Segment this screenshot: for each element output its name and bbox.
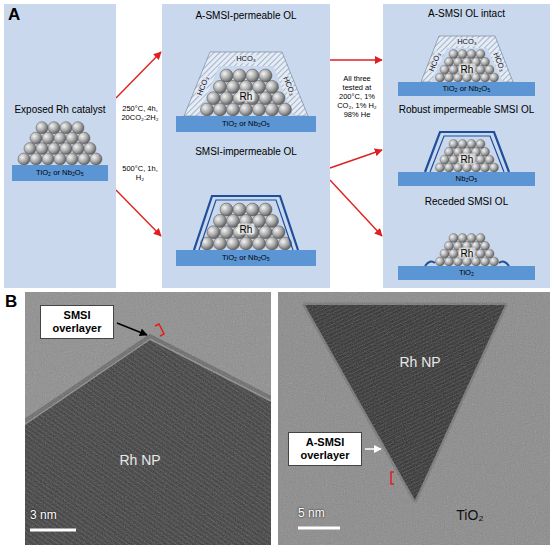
scale-label: 5 nm [298, 506, 325, 520]
stage-panel: Exposed Rh catalystTiO₂ or Nb₂O₅ [4, 4, 116, 288]
callout-box: A-SMSI overlayer [288, 432, 362, 466]
process-arrow [330, 59, 382, 60]
support-label: TiO₂ [398, 266, 535, 280]
support-bar: TiO₂ or Nb₂O₅ [12, 165, 108, 181]
support-bar: TiO₂ [398, 266, 535, 280]
callout-box: SMSI overlayer [40, 305, 114, 339]
process-arrow [330, 180, 382, 236]
metal-label: Rh [459, 64, 476, 75]
particle-label: Rh NP [399, 354, 440, 370]
panel-heading: Robust impermeable SMSI OL [385, 104, 548, 116]
support-bar: TiO₂ or Nb₂O₅ [176, 116, 316, 132]
callout-text: SMSI overlayer [45, 309, 109, 335]
metal-label: Rh [459, 248, 476, 259]
species-label: HCO₃ [456, 38, 478, 46]
support-label: TiO₂ or Nb₂O₅ [176, 250, 316, 266]
support-label: Nb₂O₅ [398, 172, 535, 186]
species-label: HCO₃ [281, 75, 296, 98]
support-bar: TiO₂ or Nb₂O₅ [398, 82, 535, 96]
species-label: HCO₃ [195, 75, 210, 98]
species-label: HCO₃ [427, 51, 442, 74]
support-bar: Nb₂O₅ [398, 172, 535, 186]
stage-panel: A-SMSI OL intactRobust impermeable SMSI … [383, 4, 550, 288]
process-arrow [116, 190, 161, 236]
metal-label: Rh [238, 91, 255, 102]
condition-note: All three tested at 200°C, 1% CO₂, 1% H₂… [333, 74, 381, 119]
panel-heading: SMSI-impermeable OL [164, 146, 328, 158]
panel-heading: Receded SMSI OL [385, 196, 548, 208]
condition-label: 250°C, 4h, 20CO₂:2H₂ [118, 104, 162, 122]
process-arrow [330, 150, 382, 168]
panel-heading: Exposed Rh catalyst [6, 104, 114, 116]
metal-label: Rh [238, 224, 255, 235]
species-label: HCO₃ [491, 51, 506, 74]
support-label: TiO₂ or Nb₂O₅ [176, 116, 316, 132]
species-label: HCO₃ [235, 55, 257, 63]
process-arrow [116, 52, 161, 98]
support-bar: TiO₂ or Nb₂O₅ [176, 250, 316, 266]
panel-letter: B [5, 292, 17, 312]
particle-label: Rh NP [119, 452, 160, 468]
callout-text: A-SMSI overlayer [293, 436, 357, 462]
condition-label: 500°C, 1h, H₂ [118, 164, 162, 182]
scale-label: 3 nm [30, 508, 57, 522]
support-label: TiO₂ [456, 507, 483, 523]
support-label: TiO₂ or Nb₂O₅ [12, 165, 108, 181]
stage-panel: A-SMSI-permeable OL SMSI-impermeable OL Ti… [162, 4, 330, 288]
metal-label: Rh [459, 154, 476, 165]
support-label: TiO₂ or Nb₂O₅ [398, 82, 535, 96]
panel-heading: A-SMSI OL intact [385, 8, 548, 20]
panel-heading: A-SMSI-permeable OL [164, 10, 328, 22]
panel-letter: A [8, 5, 20, 25]
